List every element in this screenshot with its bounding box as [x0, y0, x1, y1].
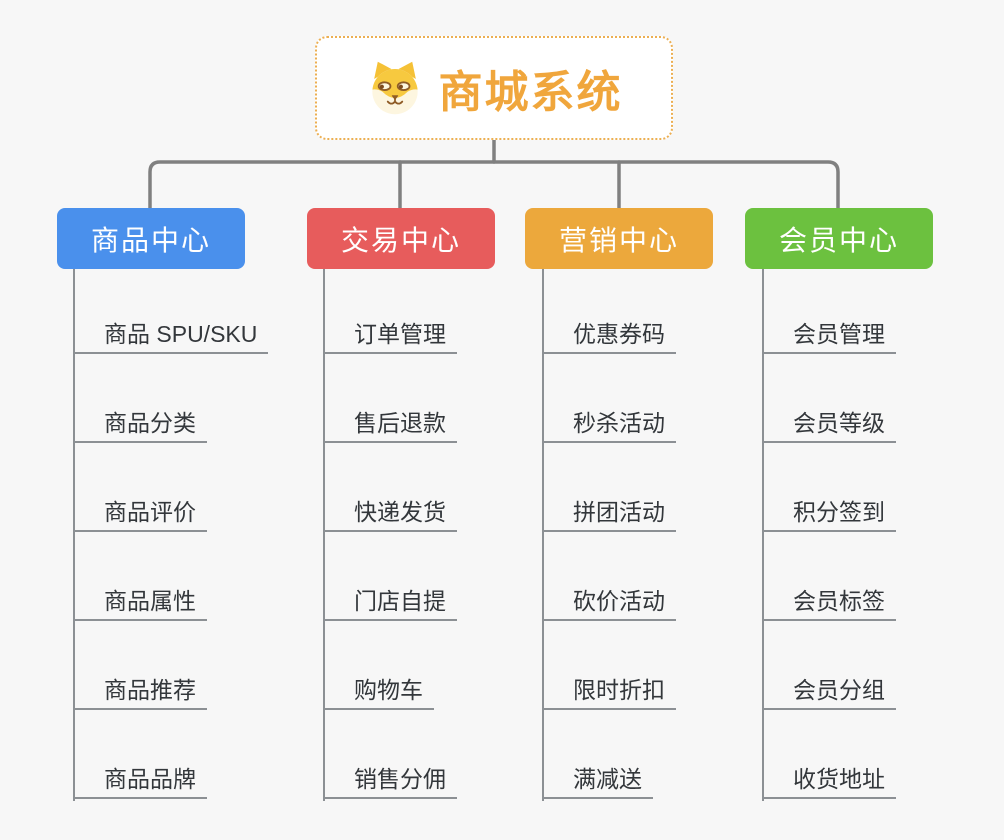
leaf-item[interactable]: 砍价活动 [542, 585, 676, 621]
leaf-item[interactable]: 商品推荐 [73, 674, 207, 710]
leaf-item[interactable]: 积分签到 [762, 496, 896, 532]
leaf-item[interactable]: 优惠券码 [542, 318, 676, 354]
leaf-item[interactable]: 快递发货 [323, 496, 457, 532]
dog-face-icon [366, 59, 424, 117]
leaf-item[interactable]: 会员分组 [762, 674, 896, 710]
branch-node-trade-center[interactable]: 交易中心 [307, 208, 495, 269]
leaf-item[interactable]: 满减送 [542, 763, 653, 799]
branch-trunk-line [323, 269, 325, 801]
leaf-item[interactable]: 商品评价 [73, 496, 207, 532]
branch-node-product-center[interactable]: 商品中心 [57, 208, 245, 269]
leaf-item[interactable]: 商品 SPU/SKU [73, 318, 269, 354]
branch-trunk-line [73, 269, 75, 801]
leaf-item[interactable]: 会员管理 [762, 318, 896, 354]
leaf-item[interactable]: 售后退款 [323, 407, 457, 443]
leaf-item[interactable]: 收货地址 [762, 763, 896, 799]
leaf-item[interactable]: 商品品牌 [73, 763, 207, 799]
branch-node-member-center[interactable]: 会员中心 [745, 208, 933, 269]
leaf-item[interactable]: 拼团活动 [542, 496, 676, 532]
leaf-item[interactable]: 会员标签 [762, 585, 896, 621]
branch-trunk-line [542, 269, 544, 801]
root-node[interactable]: 商城系统 [315, 36, 673, 140]
leaf-item[interactable]: 销售分佣 [323, 763, 457, 799]
leaf-item[interactable]: 会员等级 [762, 407, 896, 443]
leaf-item[interactable]: 秒杀活动 [542, 407, 676, 443]
branch-trunk-line [762, 269, 764, 801]
branch-node-marketing-center[interactable]: 营销中心 [525, 208, 713, 269]
root-title: 商城系统 [438, 68, 623, 117]
leaf-item[interactable]: 限时折扣 [542, 674, 676, 710]
leaf-item[interactable]: 订单管理 [323, 318, 457, 354]
leaf-item[interactable]: 购物车 [323, 674, 434, 710]
leaf-item[interactable]: 门店自提 [323, 585, 457, 621]
leaf-item[interactable]: 商品属性 [73, 585, 207, 621]
leaf-item[interactable]: 商品分类 [73, 407, 207, 443]
